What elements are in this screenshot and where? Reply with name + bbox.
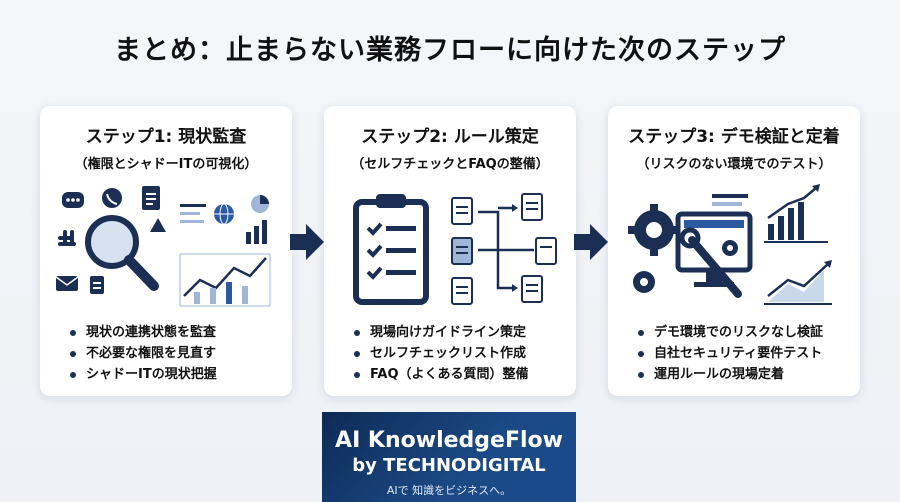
magnifier-icon [85, 215, 159, 291]
page-title: まとめ：止まらない業務フローに向けた次のステップ [114, 35, 786, 66]
gear-icon [628, 204, 680, 293]
phone-icon [102, 188, 122, 208]
logo-company: by TECHNODIGITAL [352, 455, 546, 476]
slack-icon [58, 230, 76, 246]
trend-chart-icon [764, 260, 832, 305]
monitor-wrench-icon [675, 194, 753, 298]
file-icon [90, 276, 104, 294]
line-chart-icon [179, 253, 271, 307]
step-heading: ステップ1: 現状監査 [85, 127, 247, 147]
step-card-1: ステップ1: 現状監査 （権限とシャドーITの可視化） 現状の連携状態を監査 不… [40, 106, 292, 396]
step-subheading: （リスクのない環境でのテスト） [636, 157, 832, 172]
list-item: 不必要な権限を見直す [70, 343, 217, 364]
logo-tagline: AIで 知識をビジネスへ。 [386, 484, 512, 497]
step-subheading: （セルフチェックとFAQの整備） [351, 157, 549, 172]
arrow-right-icon [574, 224, 608, 260]
list-item: シャドーITの現状把握 [70, 364, 217, 385]
list-item: デモ環境でのリスクなし検証 [638, 322, 823, 343]
arrow-right-icon [290, 224, 324, 260]
step-heading: ステップ2: ルール策定 [361, 127, 539, 147]
list-item: 自社セキュリティ要件テスト [638, 343, 823, 364]
rules-illustration [353, 193, 557, 305]
brand-logo: AI KnowledgeFlow by TECHNODIGITAL AIで 知識… [322, 412, 576, 502]
step-subheading: （権限とシャドーITの可視化） [74, 157, 258, 172]
list-item: 現状の連携状態を監査 [70, 322, 217, 343]
mini-bar-icon [246, 220, 267, 244]
logo-name: AI KnowledgeFlow [335, 428, 563, 453]
list-item: セルフチェックリスト作成 [354, 343, 529, 364]
list-item: 現場向けガイドライン策定 [354, 322, 529, 343]
chat-icon [62, 192, 84, 208]
audit-illustration [55, 186, 271, 307]
document-flow-icon [451, 193, 557, 305]
document-icon [142, 186, 160, 210]
step-bullets: 現場向けガイドライン策定 セルフチェックリスト作成 FAQ（よくある質問）整備 [354, 322, 529, 385]
verification-illustration [628, 184, 832, 305]
list-item: 運用ルールの現場定着 [638, 364, 823, 385]
step-card-3: ステップ3: デモ検証と定着 （リスクのない環境でのテスト） [608, 106, 860, 396]
list-item: FAQ（よくある質問）整備 [354, 364, 529, 385]
step-card-2: ステップ2: ルール策定 （セルフチェックとFAQの整備） 現場向けガイドライン… [324, 106, 576, 396]
pie-chart-icon [251, 195, 269, 213]
drive-icon [150, 218, 166, 232]
step-bullets: デモ環境でのリスクなし検証 自社セキュリティ要件テスト 運用ルールの現場定着 [638, 322, 823, 385]
step-bullets: 現状の連携状態を監査 不必要な権限を見直す シャドーITの現状把握 [70, 322, 217, 385]
bar-chart-icon [764, 184, 828, 243]
step-heading: ステップ3: デモ検証と定着 [628, 127, 840, 147]
globe-icon [180, 203, 234, 225]
clipboard-checklist-icon [353, 194, 429, 305]
mail-icon [55, 276, 79, 291]
